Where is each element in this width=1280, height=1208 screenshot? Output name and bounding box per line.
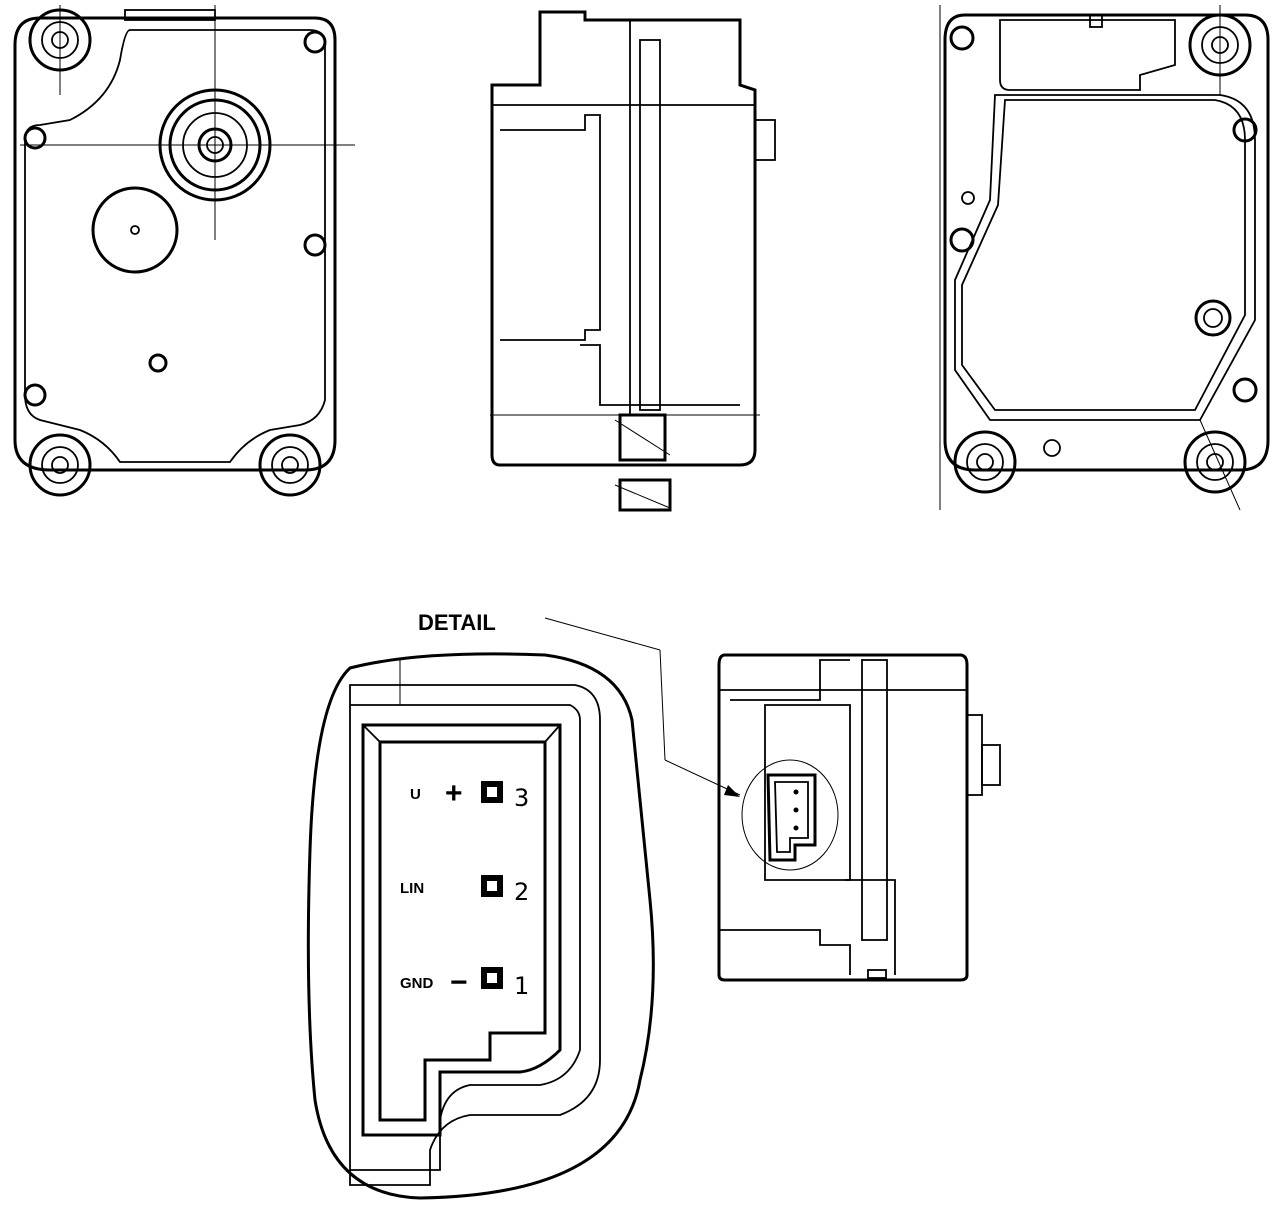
pin-signal-label: U bbox=[410, 786, 421, 803]
pin-2: LIN 2 bbox=[400, 875, 529, 906]
side-view bbox=[490, 10, 776, 512]
minus-icon: − bbox=[450, 966, 468, 999]
pin-number: 3 bbox=[514, 784, 529, 812]
output-gear-icon bbox=[158, 88, 272, 202]
pin-3: U + 3 bbox=[410, 777, 529, 812]
pin-number: 2 bbox=[514, 878, 529, 906]
rear-view bbox=[939, 5, 1270, 511]
pin-number: 1 bbox=[514, 972, 529, 1000]
connector-detail: DETAIL U + 3 LIN 2 GND − 1 bbox=[306, 610, 741, 1200]
pin-signal-label: LIN bbox=[400, 880, 424, 897]
pin-1: GND − 1 bbox=[400, 966, 529, 1000]
front-view bbox=[13, 5, 355, 497]
pin-signal-label: GND bbox=[400, 975, 434, 992]
plus-icon: + bbox=[445, 777, 463, 810]
mounting-boss-icon bbox=[28, 8, 322, 497]
detail-label: DETAIL bbox=[418, 610, 496, 635]
small-side-view bbox=[717, 653, 1001, 982]
